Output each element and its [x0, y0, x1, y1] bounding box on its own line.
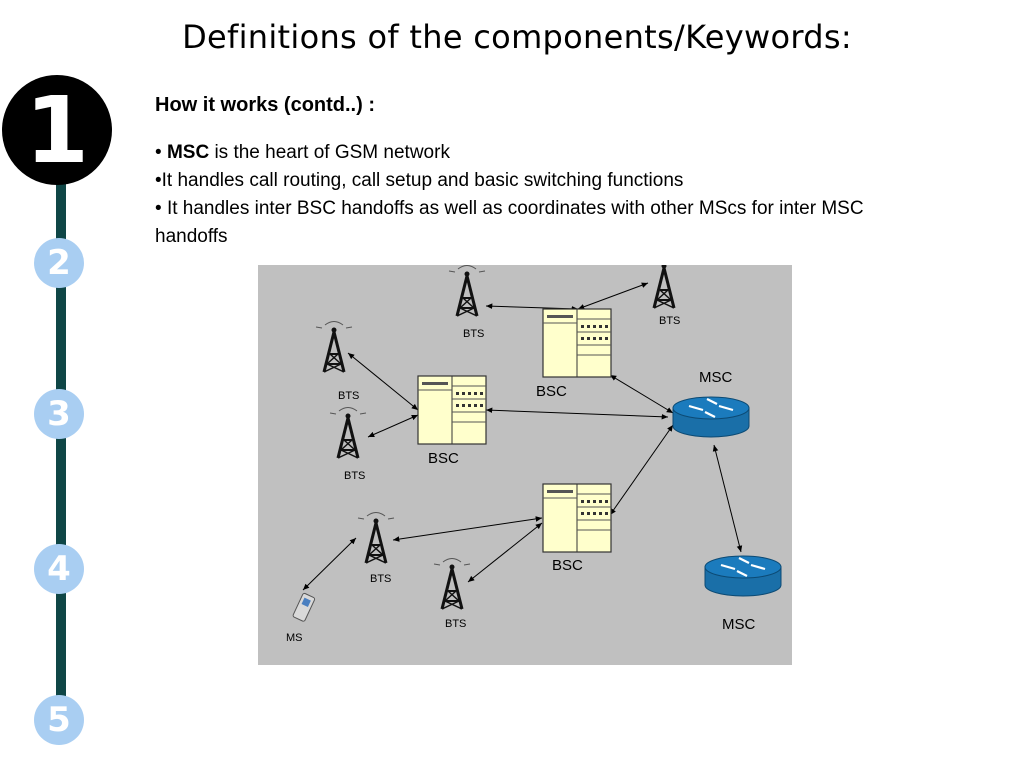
bullet-item: •It handles call routing, call setup and…: [155, 167, 935, 195]
bsc-label: BSC: [536, 383, 567, 400]
bullet-marker: •: [155, 198, 167, 219]
bullet-bold-term: MSC: [166, 142, 210, 163]
msc-router-icon: [703, 554, 783, 598]
slide-title: Definitions of the components/Keywords:: [182, 18, 852, 56]
bts-label: BTS: [463, 328, 484, 340]
bullet-text: It handles inter BSC handoffs as well as…: [155, 198, 864, 247]
bts-label: BTS: [338, 390, 359, 402]
bullet-marker: •: [155, 170, 162, 191]
step-2-badge[interactable]: 2: [34, 238, 84, 288]
bullet-marker: •: [155, 142, 167, 163]
msc-router-icon: [671, 395, 751, 439]
section-subheading: How it works (contd..) :: [155, 94, 375, 116]
bullet-text: It handles call routing, call setup and …: [161, 170, 684, 191]
diagram-background: [258, 265, 792, 665]
bsc-label: BSC: [428, 450, 459, 467]
bts-label: BTS: [344, 470, 365, 482]
connection-links: [302, 282, 743, 591]
step-3-badge[interactable]: 3: [34, 389, 84, 439]
bsc-unit-icon: [417, 375, 487, 445]
step-5-badge[interactable]: 5: [34, 695, 84, 745]
bullet-text: is the heart of GSM network: [209, 142, 450, 163]
step-4-badge[interactable]: 4: [34, 544, 84, 594]
bullet-item: • It handles inter BSC handoffs as well …: [155, 195, 935, 251]
bsc-unit-icon: [542, 483, 612, 553]
ms-label: MS: [286, 632, 303, 644]
msc-label: MSC: [722, 616, 756, 633]
step-1-badge[interactable]: 1: [2, 75, 112, 185]
bts-label: BTS: [445, 618, 466, 630]
bullet-item: • MSC is the heart of GSM network: [155, 139, 935, 167]
gsm-network-diagram: BTS BTS BTS BTS BTS BTS BSC BSC BSC MSC …: [258, 265, 792, 665]
bts-label: BTS: [659, 315, 680, 327]
bts-label: BTS: [370, 573, 391, 585]
msc-label: MSC: [699, 369, 733, 386]
slide-content: How it works (contd..) : • MSC is the he…: [155, 94, 935, 251]
bsc-label: BSC: [552, 557, 583, 574]
bsc-unit-icon: [542, 308, 612, 378]
